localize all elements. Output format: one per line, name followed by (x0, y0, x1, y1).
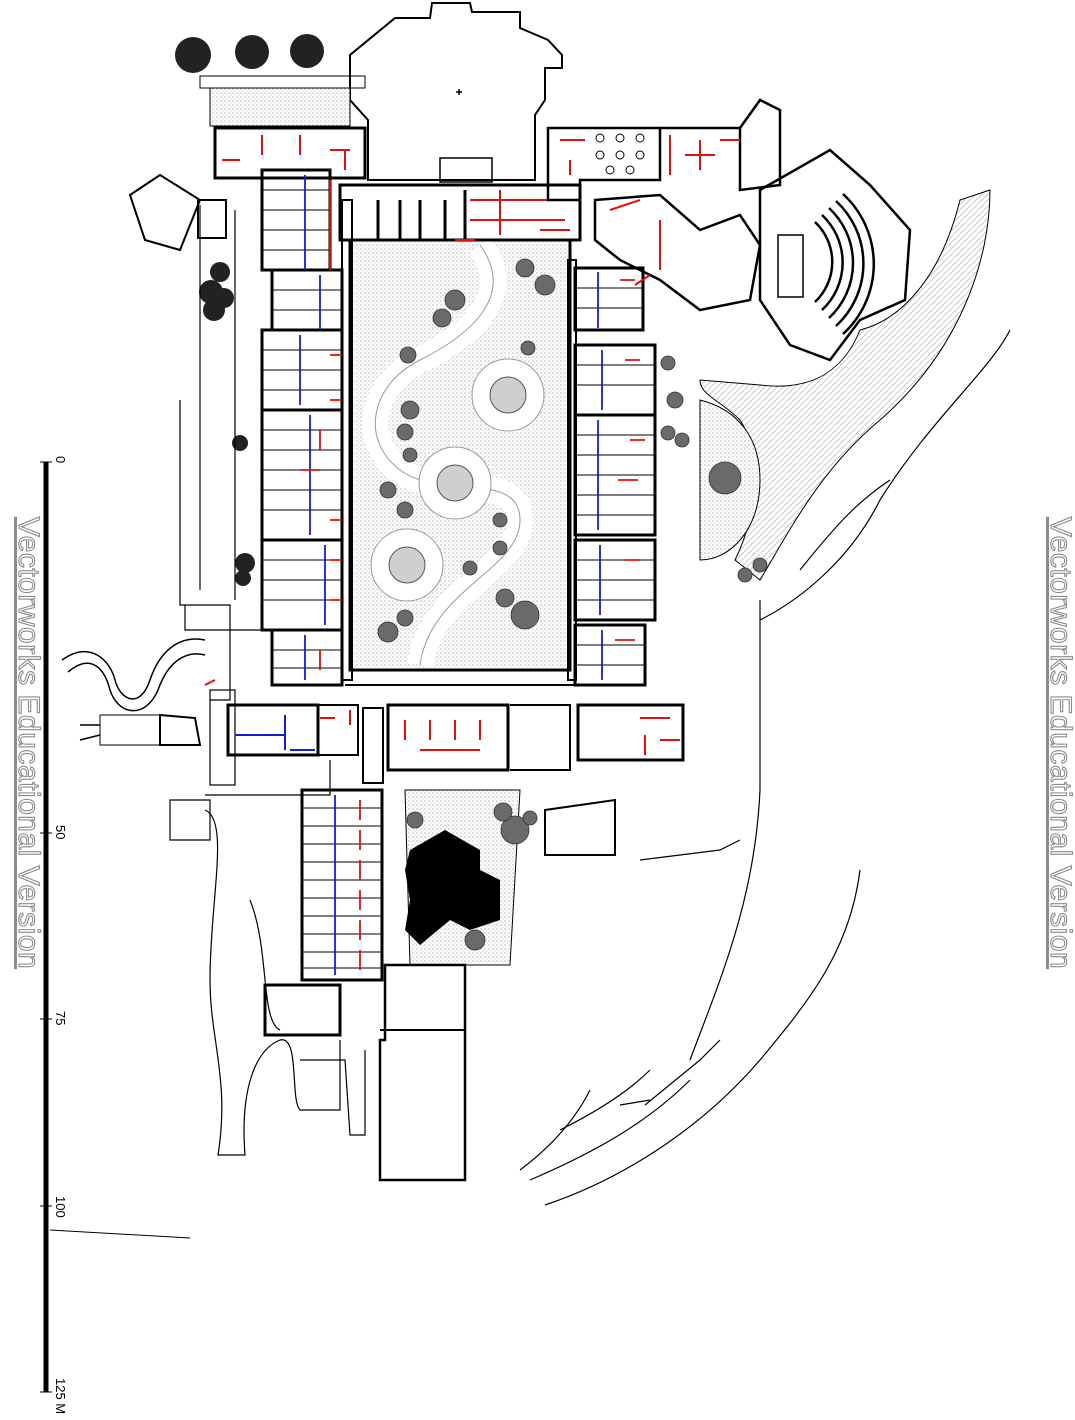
bottom-hall (378, 963, 467, 1182)
trees-top (175, 34, 324, 586)
auditorium-seating (777, 193, 876, 335)
scale-tick-100: 100 (53, 1196, 68, 1218)
scale-bar (40, 461, 52, 1393)
scale-tick-75: 75 (53, 1011, 68, 1026)
top-right-building (546, 98, 912, 362)
top-middle-building (338, 183, 582, 242)
lower-residential-block (263, 788, 384, 1037)
left-path (61, 638, 206, 746)
site-lines (179, 205, 1011, 1206)
top-left-wing (128, 126, 367, 252)
watermark-left: Vectorworks Educational Version (11, 516, 45, 970)
right-residential-block (567, 259, 657, 687)
scale-tick-50: 50 (53, 825, 68, 840)
lower-site-lines (49, 799, 366, 1239)
right-landscape (660, 189, 991, 583)
lower-courtyard (404, 789, 538, 966)
scale-tick-0: 0 (53, 456, 68, 464)
lower-middle-buildings (345, 684, 685, 856)
courtyard (348, 237, 572, 672)
watermark-right: Vectorworks Educational Version (1043, 516, 1075, 970)
top-paving (209, 87, 351, 127)
left-block-room-lines (262, 189, 342, 669)
scale-tick-125: 125 M (53, 1378, 68, 1415)
left-residential-block (260, 168, 353, 687)
chapel (349, 2, 563, 183)
lower-left-block (205, 689, 359, 796)
